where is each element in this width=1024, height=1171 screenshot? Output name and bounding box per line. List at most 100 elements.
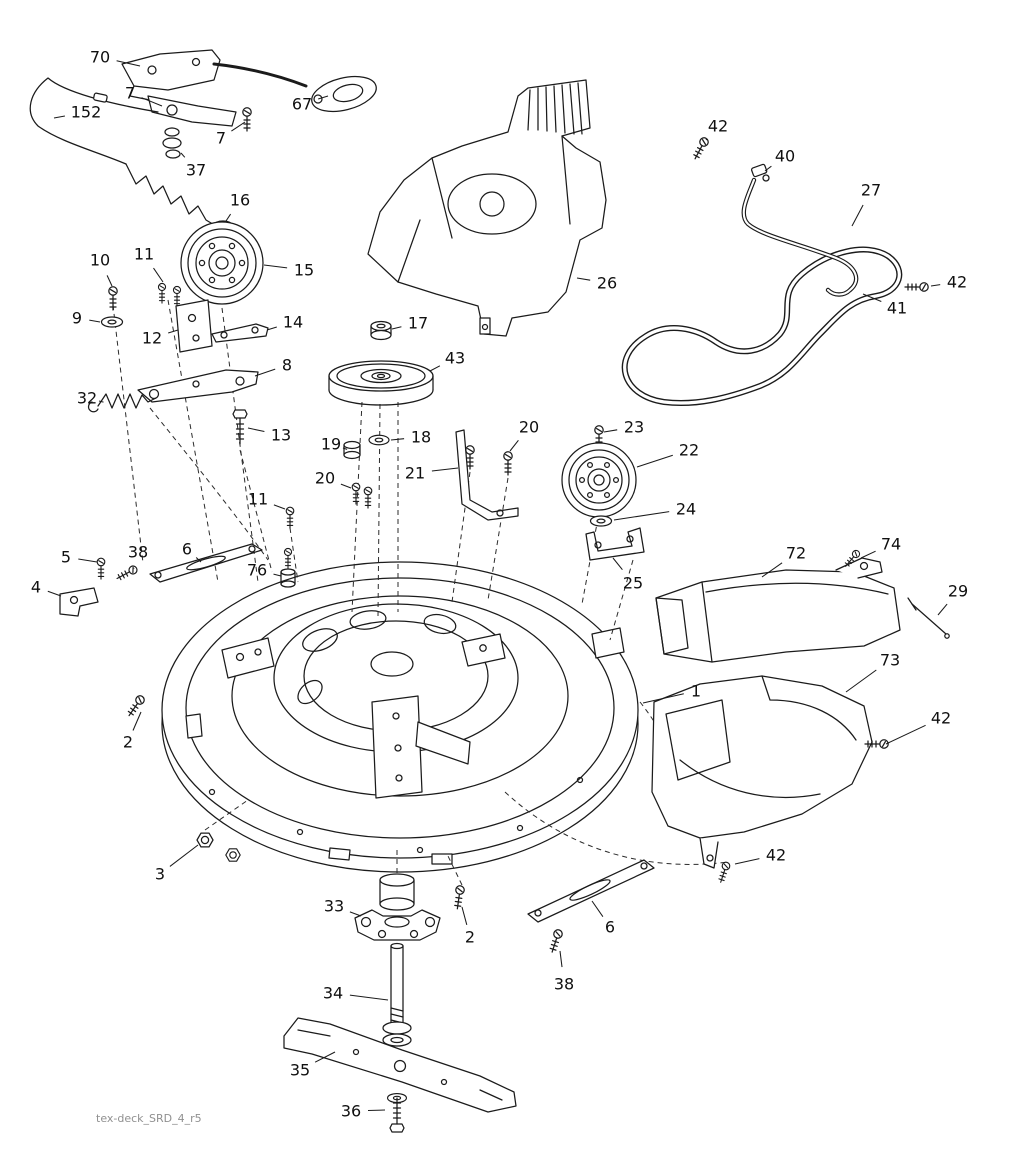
lever-plate: [147, 95, 237, 127]
leader-line: [429, 365, 441, 372]
leader-line: [318, 95, 329, 100]
part-number-label-7: 7: [216, 129, 226, 148]
leader-line: [612, 557, 623, 571]
blade-35: [283, 1017, 517, 1113]
part-number-label-13: 13: [271, 426, 291, 445]
part-number-label-74: 74: [881, 535, 901, 554]
part-number-label-15: 15: [294, 261, 314, 280]
bracket-14: [211, 323, 269, 343]
leader-line: [106, 275, 113, 287]
leader-line: [845, 669, 877, 693]
part-number-label-2: 2: [465, 928, 475, 947]
part-number-label-36: 36: [341, 1102, 361, 1121]
leader-line: [885, 724, 926, 745]
deflector-shield: [651, 675, 889, 884]
handle-grip: [311, 75, 377, 113]
part-number-label-11: 11: [248, 490, 268, 509]
leader-line: [603, 429, 618, 433]
leader-line: [263, 264, 288, 269]
leader-line: [349, 911, 362, 917]
part-number-label-20: 20: [315, 469, 335, 488]
drawing-code: tex-deck_SRD_4_r5: [96, 1112, 202, 1125]
leader-line: [642, 693, 684, 704]
leader-line: [862, 293, 882, 302]
leader-line: [636, 454, 673, 468]
part-number-label-17: 17: [408, 314, 428, 333]
leader-line: [591, 900, 604, 917]
part-number-label-26: 26: [597, 274, 617, 293]
lever-rod: [212, 62, 308, 88]
leader-line: [761, 562, 783, 578]
leader-line: [98, 400, 104, 403]
part-number-label-24: 24: [676, 500, 696, 519]
spacer-19: [343, 440, 361, 450]
shaft-34: [390, 945, 404, 1027]
part-number-label-67: 67: [292, 95, 312, 114]
part-number-label-23: 23: [624, 418, 644, 437]
belt-assembly: [625, 135, 929, 403]
pulley-22: [561, 442, 637, 518]
leader-line: [132, 711, 142, 731]
leader-line: [937, 603, 948, 616]
part-number-label-70: 70: [90, 48, 110, 67]
part-number-label-6: 6: [605, 918, 615, 937]
part-number-label-42: 42: [708, 117, 728, 136]
leader-line: [141, 97, 163, 107]
part-number-label-16: 16: [230, 191, 250, 210]
leader-line: [851, 204, 864, 227]
deck-mounting-hardware: [59, 543, 655, 954]
leader-line: [461, 906, 468, 926]
part-number-label-34: 34: [323, 984, 343, 1003]
part-number-label-152: 152: [71, 103, 102, 122]
part-number-label-40: 40: [775, 147, 795, 166]
part-number-label-5: 5: [61, 548, 71, 567]
leader-lines: [47, 60, 948, 1112]
leader-line: [116, 60, 141, 67]
part-number-label-32: 32: [77, 389, 97, 408]
part-number-label-2: 2: [123, 733, 133, 752]
idler-pulley-15: [180, 221, 264, 305]
leader-line: [613, 511, 670, 521]
part-number-label-41: 41: [887, 299, 907, 318]
brace-6-rear: [527, 859, 655, 923]
idler-pulley-assembly: [87, 220, 269, 445]
leader-line: [509, 439, 519, 452]
part-number-label-8: 8: [282, 356, 292, 375]
part-number-label-43: 43: [445, 349, 465, 368]
leader-line: [273, 504, 286, 510]
leader-line: [266, 326, 277, 331]
part-number-label-1: 1: [691, 682, 701, 701]
pulley-43: [328, 360, 434, 392]
brace-6-front: [149, 543, 263, 583]
leader-line: [431, 467, 459, 472]
part-number-label-21: 21: [405, 464, 425, 483]
part-number-label-73: 73: [880, 651, 900, 670]
chute-handle: [835, 557, 883, 579]
discharge-chute: [655, 548, 950, 663]
leader-line: [153, 267, 164, 283]
spindle-housing-33: [379, 873, 415, 887]
part-number-label-18: 18: [411, 428, 431, 447]
part-number-label-33: 33: [324, 897, 344, 916]
bracket-12: [175, 299, 213, 353]
leader-line: [273, 573, 282, 577]
leader-line: [47, 590, 62, 597]
washer-37: [162, 137, 182, 149]
part-number-label-25: 25: [623, 574, 643, 593]
leader-line: [367, 1109, 386, 1112]
rod-fitting-40: [750, 163, 768, 178]
part-number-label-37: 37: [186, 161, 206, 180]
leader-line: [89, 319, 101, 323]
mower-deck-shell: [161, 561, 639, 873]
leader-line: [764, 165, 772, 172]
part-number-label-38: 38: [554, 975, 574, 994]
part-number-label-35: 35: [290, 1061, 310, 1080]
leader-line: [390, 438, 405, 441]
leader-line: [734, 858, 760, 865]
rod-29: [911, 603, 947, 635]
spindle-pulley-assembly: [561, 425, 645, 561]
bracket-21: [455, 429, 519, 521]
part-number-label-11: 11: [134, 245, 154, 264]
